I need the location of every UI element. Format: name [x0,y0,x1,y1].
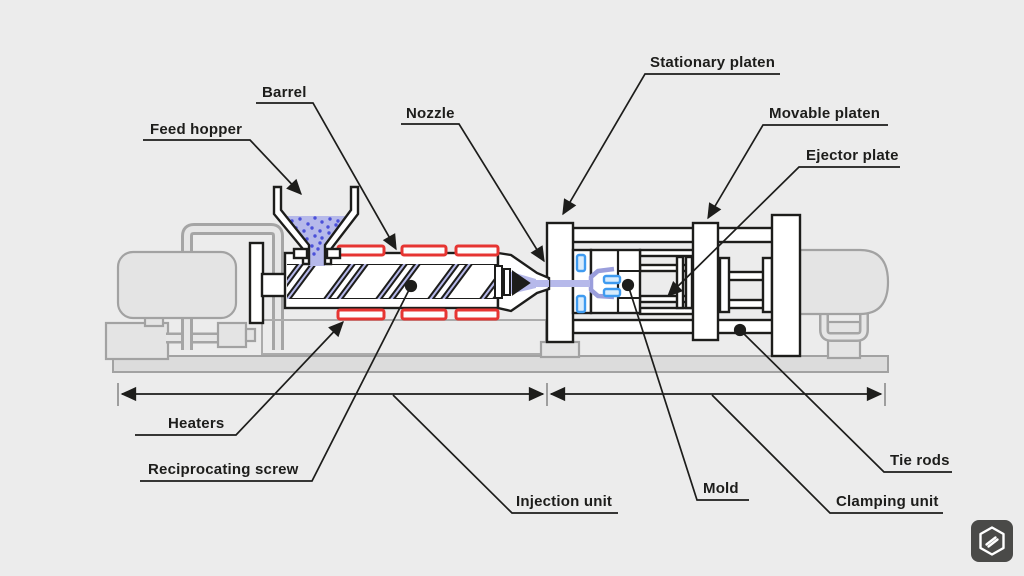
heater-band [454,244,500,257]
label-stationary-platen: Stationary platen [650,54,775,71]
heater-band [400,308,448,321]
clamping-unit [545,213,890,360]
clamp-rod-bottom [724,298,768,310]
leader-nozzle [401,123,545,263]
leader-reciprocating-screw [140,279,418,482]
leader-ejector-plate [666,166,900,297]
label-movable-platen: Movable platen [769,105,880,122]
clamp-rod-top [724,270,768,282]
label-nozzle: Nozzle [406,105,455,122]
machine-base [112,355,889,373]
cooling-channel-vertical-bottom [575,294,587,314]
label-heaters: Heaters [168,415,224,432]
dimension-lines [117,383,886,406]
leader-lines [135,73,952,514]
leader-heaters [135,320,344,436]
cooling-channel-vertical-top [575,253,587,273]
heater-band [336,244,386,257]
heater-band [400,244,448,257]
label-ejector-plate: Ejector plate [806,147,899,164]
drive-motor-assembly [104,223,581,361]
brand-logo-badge [971,520,1013,562]
hexagon-logo-icon [979,526,1005,556]
cooling-channel-horizontal-bottom [602,287,622,298]
leader-clamping-unit [711,394,943,514]
screw-tip-rings [494,265,531,299]
reciprocating-screw [287,264,498,299]
leader-mold [621,278,749,501]
clamp-hydraulic-cylinder [798,248,890,316]
hopper-wall-right [323,185,360,266]
label-clamping-unit: Clamping unit [836,493,939,510]
sprue-channel [548,280,590,287]
leader-injection-unit [392,394,618,514]
injection-unit [248,185,551,325]
hopper-collar-right [325,247,342,260]
label-barrel: Barrel [262,84,307,101]
leader-movable-platen [707,124,888,220]
feed-hopper [272,185,360,266]
leader-stationary-platen [562,73,780,216]
pump-box [104,321,170,361]
leader-tie-rods [733,323,952,473]
nozzle-tip-channel [534,280,549,287]
cooling-channel-horizontal-top [602,274,622,285]
leader-feed-hopper [143,139,302,196]
clamp-plate-rear [761,256,774,314]
motor-body [116,250,238,320]
ejector-plate-b [684,255,694,310]
tie-rod-top [571,226,776,244]
carriage-frame [261,319,547,355]
heater-band [454,308,500,321]
labels: Feed hopper Barrel Nozzle Stationary pla… [148,54,950,510]
label-mold: Mold [703,480,739,497]
tie-rod-bottom [571,318,776,335]
label-feed-hopper: Feed hopper [150,121,242,138]
label-reciprocating-screw: Reciprocating screw [148,461,299,478]
hopper-wall-left [272,185,311,266]
hopper-collar-left [292,247,309,260]
mold-rail-top [638,248,697,258]
leader-barrel [256,102,397,251]
label-tie-rods: Tie rods [890,452,950,469]
movable-platen [691,221,720,342]
rear-platen [770,213,802,358]
platen-support-block [539,340,581,359]
gearbox [216,321,248,349]
heaters [336,244,500,321]
gearbox-link [244,327,257,343]
clamp-plate-front [718,256,731,314]
hopper-pellets [286,216,346,266]
label-injection-unit: Injection unit [516,493,612,510]
heater-band [336,308,386,321]
